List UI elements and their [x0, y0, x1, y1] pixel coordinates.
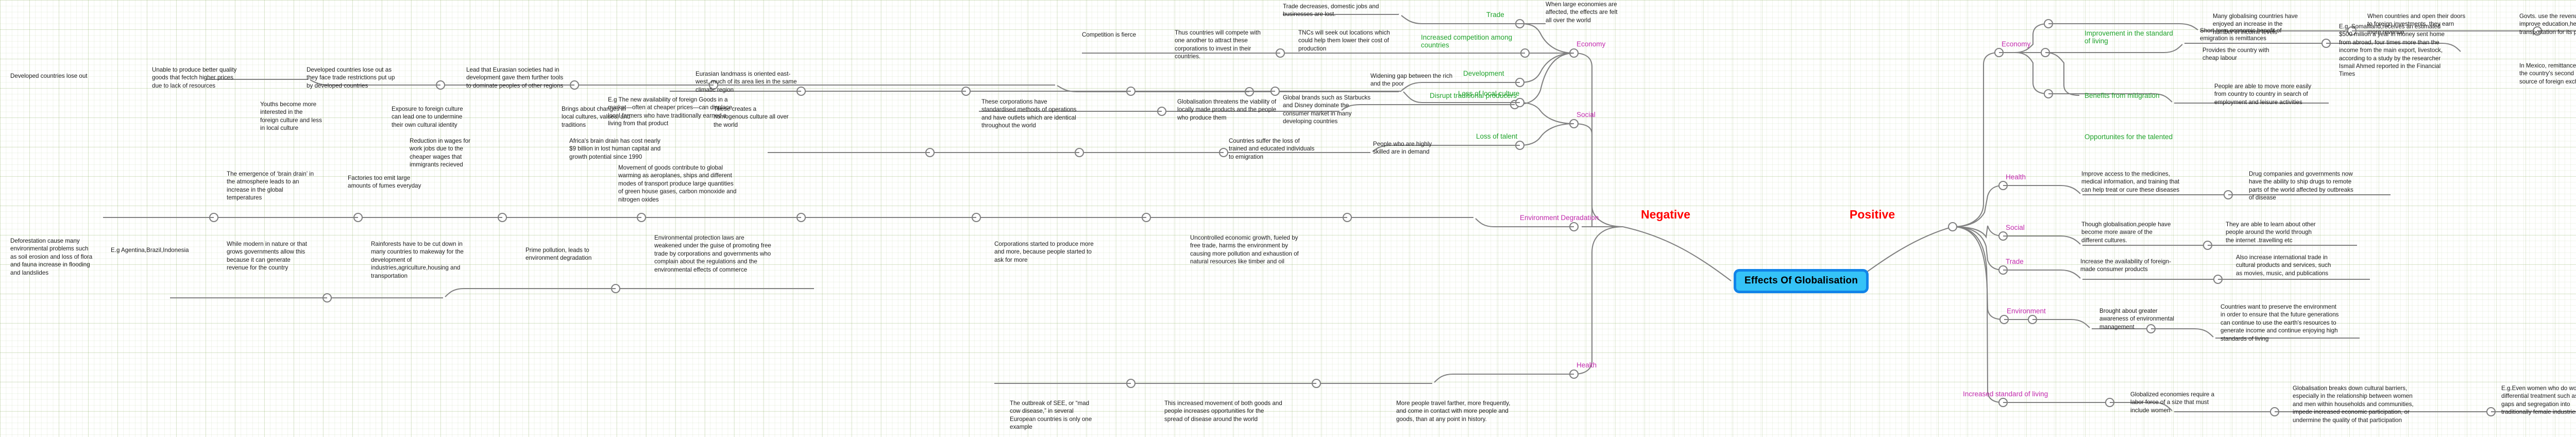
leaf-countries-compete[interactable]: Thus countries will compete with one ano…	[1175, 29, 1261, 60]
positive-category-increased-standard-of-living[interactable]: Increased standard of living	[1963, 390, 2048, 398]
leaf-highly-skilled-demand[interactable]: People who are highly skilled are in dem…	[1373, 141, 1432, 156]
leaf-homogenous-culture[interactable]: These creates a homogenous culture all o…	[714, 106, 789, 128]
leaf-brain-drain-atmosphere[interactable]: The emergence of ‘brain drain’ in the at…	[227, 171, 314, 201]
negative-category-social[interactable]: Social	[1577, 111, 1596, 119]
leaf-deforestation-problems[interactable]: Deforestation cause many environmental p…	[10, 238, 93, 276]
leaf-availability-foreign-products[interactable]: Increase the availability of foreign-mad…	[2080, 258, 2171, 273]
leaf-breaks-cultural-barriers[interactable]: Globalisation breaks down cultural barri…	[2293, 385, 2414, 424]
positive-category-trade[interactable]: Trade	[2006, 258, 2024, 265]
side-heading-positive: Positive	[1850, 208, 1895, 221]
leaf-rainforests-cut-down[interactable]: Rainforests have to be cut down in many …	[371, 241, 464, 279]
root-node[interactable]: Effects Of Globalisation	[1734, 269, 1869, 293]
leaf-short-term-remittances[interactable]: Short-term economic benefit of emigratio…	[2200, 27, 2282, 42]
leaf-mexico-remittances[interactable]: In Mexico, remittances have become the c…	[2519, 62, 2576, 85]
leaf-reduction-wages[interactable]: Reduction in wages for work jobs due to …	[410, 138, 470, 169]
leaf-unable-better-quality[interactable]: Unable to produce better quality goods t…	[152, 66, 237, 89]
leaf-africa-brain-drain-cost[interactable]: Africa's brain drain has cost nearly $9 …	[569, 138, 661, 160]
leaf-increase-income-levels[interactable]: Many globalising countries have enjoyed …	[2213, 13, 2298, 36]
leaf-prime-pollution[interactable]: Prime pollution, leads to environment de…	[526, 247, 592, 262]
positive-category-economy[interactable]: Economy	[2002, 40, 2031, 48]
leaf-global-brands-starbucks[interactable]: Global brands such as Starbucks and Disn…	[1283, 94, 1371, 125]
leaf-competition-fierce[interactable]: Competition is fierce	[1082, 31, 1137, 38]
leaf-uncontrolled-growth-harms[interactable]: Uncontrolled economic growth, fueled by …	[1190, 234, 1299, 265]
leaf-factories-fumes[interactable]: Factories too emit large amounts of fume…	[348, 175, 421, 190]
leaf-labor-force-include-women[interactable]: Globalized economies require a labor for…	[2130, 391, 2215, 414]
leaf-eurasian-landmass[interactable]: Eurasian landmass is oriented east-west,…	[696, 71, 797, 93]
leaf-tncs-seek-locations[interactable]: TNCs will seek out locations which could…	[1298, 29, 1390, 52]
leaf-loss-trained-individuals[interactable]: Countries suffer the loss of trained and…	[1229, 138, 1315, 160]
leaf-aware-different-cultures[interactable]: Though globalisation,people have become …	[2081, 221, 2171, 244]
side-heading-negative: Negative	[1641, 208, 1690, 221]
leaf-people-travel-farther[interactable]: More people travel farther, more frequen…	[1396, 400, 1511, 423]
leaf-eg-argentina-brazil[interactable]: E.g Agentina,Brazil,Indonesia	[111, 247, 189, 254]
leaf-environmental-protection-weakened[interactable]: Environmental protection laws are weaken…	[654, 234, 771, 273]
leaf-youths-foreign-culture[interactable]: Youths become more interested in the for…	[260, 101, 322, 132]
leaf-women-differential-treatment[interactable]: E.g.Even women who do work face differen…	[2501, 385, 2576, 416]
leaf-open-doors-foreign-investment[interactable]: When countries and open their doors to f…	[2367, 13, 2466, 36]
positive-sub-opportunites-for-talented[interactable]: Opportunites for the talented	[2084, 133, 2173, 141]
negative-sub-loss-of-local-culture[interactable]: Loss of local culture	[1458, 90, 1520, 97]
leaf-drug-companies-ship[interactable]: Drug companies and governments now have …	[2249, 171, 2353, 201]
positive-sub-improvement-standard-living[interactable]: Improvement in the standard of living	[2084, 29, 2173, 45]
positive-category-health[interactable]: Health	[2006, 173, 2026, 181]
leaf-governments-allow-revenue[interactable]: While modern in nature or that grows gov…	[227, 241, 307, 272]
leaf-improve-access-medicines[interactable]: Improve access to the medicines, medical…	[2081, 171, 2180, 193]
leaf-widening-gap[interactable]: Widening gap between the rich and the po…	[1370, 73, 1453, 88]
leaf-people-move-easily[interactable]: People are able to move more easily from…	[2214, 83, 2312, 106]
leaf-standardised-operations[interactable]: These corporations have standardised met…	[981, 98, 1077, 129]
positive-category-environment[interactable]: Environment	[2007, 307, 2046, 315]
leaf-govts-use-revenue[interactable]: Govts. use the revenue earned to improve…	[2519, 13, 2576, 36]
leaf-movement-goods-warming[interactable]: Movement of goods contribute to global w…	[618, 164, 737, 203]
leaf-cheap-labour[interactable]: Provides the country with cheap labour	[2202, 47, 2269, 62]
leaf-foreign-goods-cheaper[interactable]: E.g The new availability of foreign Good…	[608, 96, 733, 127]
leaf-eurasian-lead[interactable]: Lead that Eurasian societies had in deve…	[466, 66, 564, 89]
leaf-undermine-identity[interactable]: Exposure to foreign culture can lead one…	[392, 106, 463, 128]
leaf-threatens-local-products[interactable]: Globalisation threatens the viability of…	[1177, 98, 1277, 121]
negative-category-environment-degradation[interactable]: Environment Degradation	[1520, 214, 1599, 222]
leaf-large-economies-affected[interactable]: When large economies are affected, the e…	[1546, 1, 1618, 24]
negative-sub-disrupt-traditional-producers[interactable]: Disrupt traditional producers	[1430, 92, 1517, 99]
leaf-international-cultural-trade[interactable]: Also increase international trade in cul…	[2236, 254, 2331, 277]
negative-sub-development[interactable]: Development	[1463, 70, 1504, 77]
leaf-trade-decreases[interactable]: Trade decreases, domestic jobs and busin…	[1283, 3, 1379, 18]
leaf-changes-local-values[interactable]: Brings about changes in local cultures, …	[562, 106, 631, 128]
leaf-corporations-produce-more[interactable]: Corporations started to produce more and…	[994, 241, 1094, 263]
negative-sub-trade[interactable]: Trade	[1486, 11, 1504, 19]
leaf-greater-environmental-awareness[interactable]: Brought about greater awareness of envir…	[2099, 308, 2175, 330]
negative-sub-loss-of-talent[interactable]: Loss of talent	[1476, 132, 1518, 140]
leaf-preserve-environment-future[interactable]: Countries want to preserve the environme…	[2221, 304, 2339, 342]
leaf-trade-restrictions[interactable]: Developed countries lose out as they fac…	[307, 66, 395, 89]
leaf-learn-through-internet[interactable]: They are able to learn about other peopl…	[2226, 221, 2316, 244]
negative-category-economy[interactable]: Economy	[1577, 40, 1606, 48]
leaf-developed-lose-out[interactable]: Developed countries lose out	[10, 73, 88, 79]
negative-category-health[interactable]: Health	[1577, 361, 1597, 369]
positive-sub-benefits-from-mitigration[interactable]: Benefits from mitigration	[2084, 92, 2160, 99]
positive-category-social[interactable]: Social	[2006, 224, 2025, 231]
leaf-somaliland-remittances[interactable]: E.g. Somaliland,receives an estimated $5…	[2339, 23, 2445, 78]
leaf-mad-cow-disease[interactable]: The outbreak of SEE, or “mad cow disease…	[1010, 400, 1092, 431]
negative-sub-increased-competition[interactable]: Increased competition among countries	[1421, 33, 1513, 49]
leaf-movement-spread-disease[interactable]: This increased movement of both goods an…	[1164, 400, 1282, 423]
